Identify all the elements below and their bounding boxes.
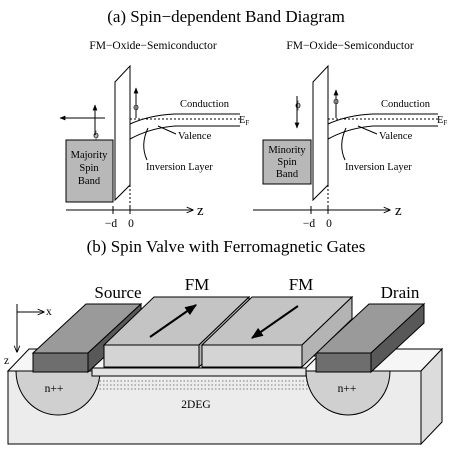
- left-valence-label: Valence: [178, 131, 212, 142]
- left-phi-2: ϕ: [133, 102, 139, 113]
- fm-gate-1-magnetization-arrow: [149, 304, 197, 338]
- minority-label-line2: Spin: [277, 157, 297, 168]
- drain-electrode-front: [315, 352, 372, 373]
- fm-gate-2-magnetization-arrow: [251, 305, 299, 339]
- n-plus-left-label: n++: [45, 383, 64, 395]
- right-phi-1: ϕ: [295, 100, 301, 111]
- left-conduction-band: [129, 113, 240, 125]
- n-plus-left-region: [15, 370, 101, 416]
- left-heading: FM−Oxide−Semiconductor: [89, 40, 216, 52]
- band-diagram-title: (a) Spin−dependent Band Diagram: [107, 7, 345, 26]
- majority-spin-band: [65, 139, 114, 203]
- right-tick-zero: 0: [326, 218, 332, 230]
- twodeg-label: 2DEG: [181, 399, 210, 411]
- left-valence-band: [129, 125, 240, 140]
- right-fermi-label: EF: [437, 115, 447, 127]
- substrate-side: [420, 347, 443, 446]
- right-oxide-barrier: [312, 64, 329, 202]
- right-axis-z: z: [395, 203, 402, 219]
- drain-label: Drain: [381, 283, 420, 302]
- fm-gate-1-front: [103, 344, 200, 368]
- spin-valve-title: (b) Spin Valve with Ferromagnetic Gates: [87, 237, 366, 256]
- right-conduction-band: [327, 113, 438, 125]
- right-inversion-label: Inversion Layer: [345, 162, 412, 173]
- left-tick-zero: 0: [128, 218, 134, 230]
- majority-band-panel: FM−Oxide−Semiconductor ϕ ϕ Majority Spin…: [59, 40, 249, 230]
- majority-label-line2: Spin: [79, 163, 99, 174]
- left-tick-neg-d: −d: [105, 218, 117, 230]
- twodeg-channel: [82, 380, 322, 390]
- fm-gate-1-label: FM: [185, 275, 210, 294]
- n-plus-right-region: [305, 370, 391, 416]
- left-fermi-label: EF: [239, 115, 249, 127]
- left-inversion-label: Inversion Layer: [146, 162, 213, 173]
- oxide-slab-front: [91, 367, 307, 377]
- n-plus-right-label: n++: [338, 383, 357, 395]
- source-electrode-front: [32, 352, 89, 373]
- coord-x-label: x: [46, 306, 52, 318]
- majority-label-line1: Majority: [71, 150, 108, 161]
- minority-spin-band: [262, 139, 312, 185]
- fm-gate-2-label: FM: [289, 275, 314, 294]
- right-valence-band: [327, 125, 438, 140]
- left-axis-z: z: [197, 203, 204, 219]
- coord-z-label: z: [4, 355, 9, 367]
- source-label: Source: [94, 283, 141, 302]
- minority-label-line3: Band: [276, 169, 299, 180]
- right-conduction-label: Conduction: [381, 99, 431, 110]
- right-tick-neg-d: −d: [303, 218, 315, 230]
- fm-gate-2-side: [301, 295, 353, 369]
- device-3d-view: 2DEG n++ n++ Source FM FM Drain: [4, 275, 444, 446]
- right-phi-2: ϕ: [333, 96, 339, 107]
- majority-label-line3: Band: [78, 176, 101, 187]
- right-valence-label: Valence: [379, 131, 413, 142]
- right-heading: FM−Oxide−Semiconductor: [286, 40, 413, 52]
- left-phi-1: ϕ: [93, 130, 99, 141]
- minority-label-line1: Minority: [268, 145, 306, 156]
- left-oxide-barrier: [114, 64, 131, 202]
- drain-electrode-side: [370, 302, 425, 374]
- fm-gate-2-front: [201, 344, 303, 368]
- minority-band-panel: FM−Oxide−Semiconductor ϕ ϕ Minority Spin…: [253, 40, 447, 230]
- left-conduction-label: Conduction: [180, 99, 230, 110]
